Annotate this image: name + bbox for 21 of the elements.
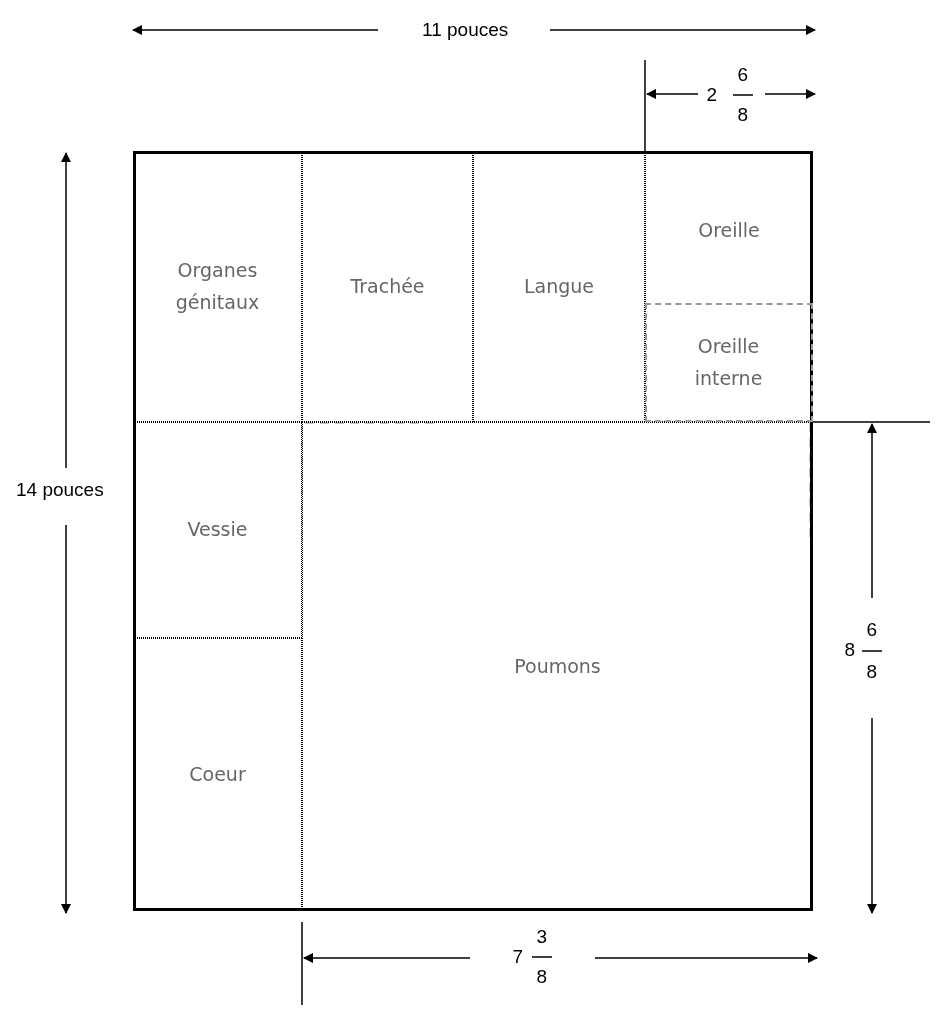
sheet-outline [133,151,813,911]
region-label: Poumons [514,653,601,679]
dimension-label: 11 pouces [422,19,509,41]
dimension-label: 8 [844,639,856,661]
region-label: Langue [523,273,595,299]
dimension-label: 8 [536,966,548,988]
dimension-label: 14 pouces [16,479,104,501]
dimension-label: 7 [512,946,524,968]
region-label: Oreille interne [693,334,764,391]
region-label: Organes génitaux [174,257,261,315]
dimension-label: 8 [866,661,878,683]
region-label: Trachée [350,273,425,299]
dimension-label: 2 [706,84,718,106]
dimension-label: 6 [866,619,878,641]
region-label: Oreille [698,218,760,243]
region-label: Coeur [189,761,246,787]
dimension-label: 8 [737,104,749,126]
dashed-region [644,302,813,422]
dimension-label: 6 [737,64,749,86]
dimension-label: 3 [536,926,548,948]
region-label: Vessie [187,517,248,542]
